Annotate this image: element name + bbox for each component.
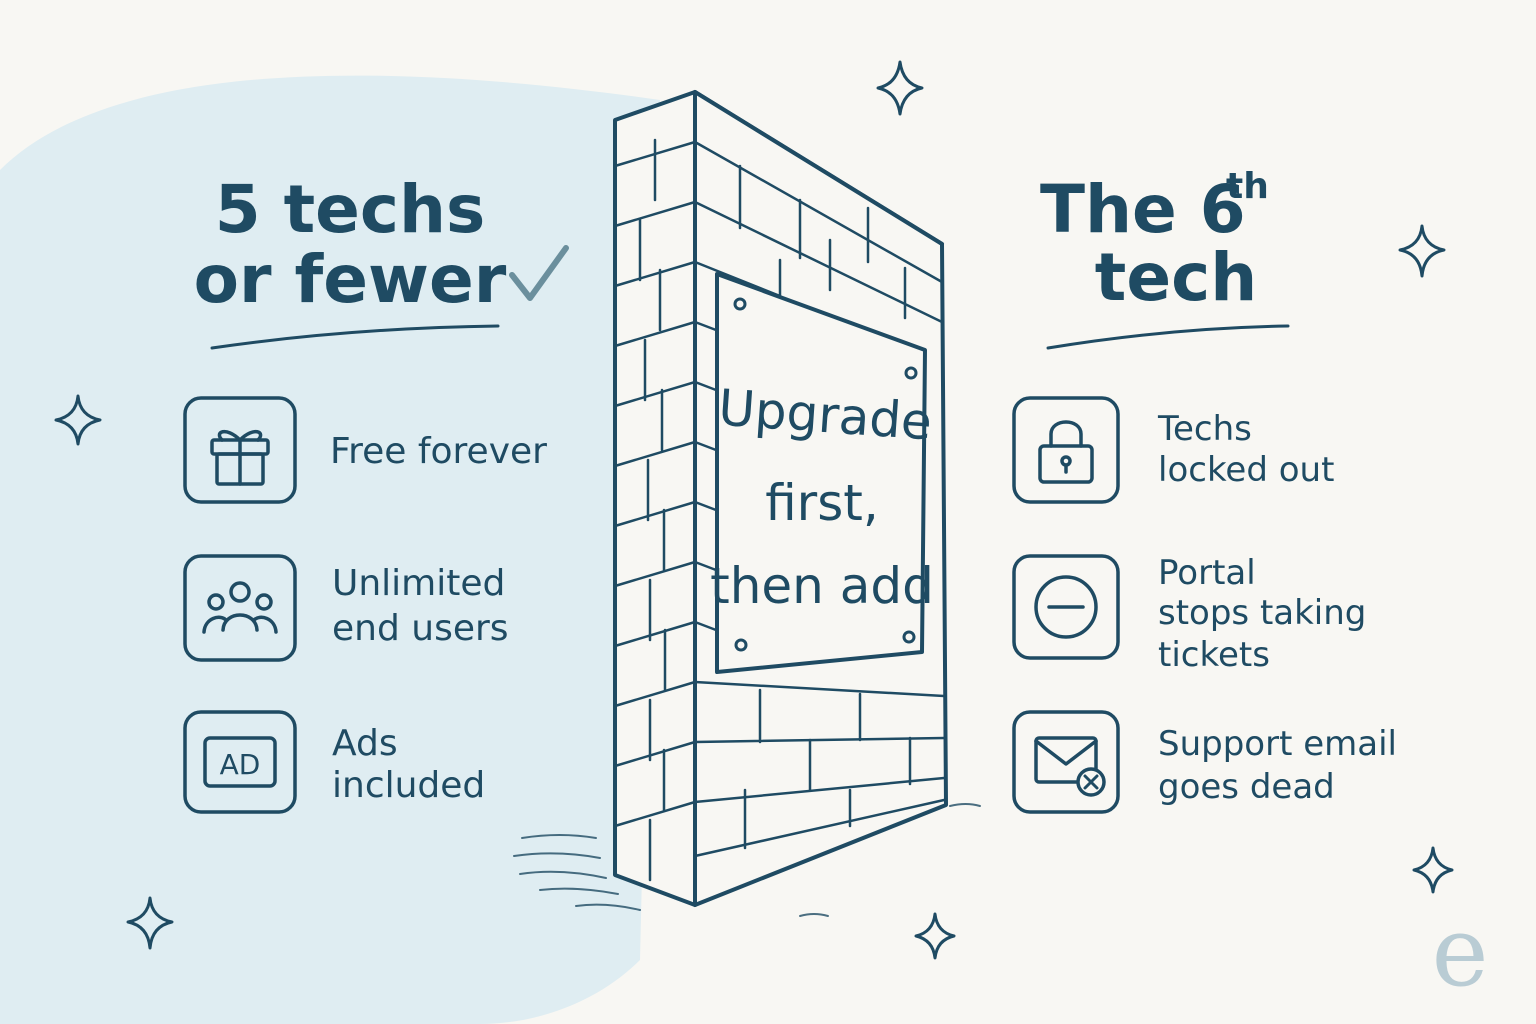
ad-icon-frame — [183, 710, 297, 814]
wall-sign — [715, 272, 927, 674]
lock-icon-frame — [1012, 396, 1120, 504]
left-item-2-line2: end users — [332, 608, 509, 649]
gift-icon — [210, 429, 270, 486]
wall-sign-line2: first, — [765, 474, 879, 532]
right-item-2-line1: Portal — [1158, 553, 1256, 593]
right-item-1-line2: locked out — [1158, 450, 1334, 490]
ad-icon-text: AD — [220, 748, 261, 781]
left-item-2-line1: Unlimited — [332, 563, 505, 604]
right-heading-line1: The 6 — [1040, 171, 1246, 248]
check-icon — [509, 245, 569, 301]
left-item-1-line1: Free forever — [330, 431, 547, 472]
left-background-panel — [0, 75, 660, 1024]
left-heading-underline — [210, 324, 500, 350]
left-item-3-line1: Ads — [332, 723, 398, 764]
sparkle-icon — [126, 896, 174, 950]
mail-error-icon — [1034, 736, 1106, 797]
minus-circle-icon — [1034, 575, 1098, 639]
gift-icon-frame — [183, 396, 297, 504]
right-item-3-line2: goes dead — [1158, 767, 1335, 807]
right-heading-underline — [1046, 324, 1290, 350]
right-heading-superscript: th — [1226, 166, 1269, 207]
sparkle-icon — [876, 60, 924, 116]
users-icon — [202, 581, 278, 634]
sparkle-icon — [54, 394, 102, 446]
sparkle-icons — [54, 60, 1454, 960]
sparkle-icon — [1412, 846, 1454, 894]
left-item-3-line2: included — [332, 765, 485, 806]
right-item-3-line1: Support email — [1158, 724, 1397, 764]
e-logo-icon: e — [1432, 896, 1489, 1008]
right-item-2-line3: tickets — [1158, 635, 1270, 675]
left-heading-line1: 5 techs — [215, 171, 486, 248]
right-heading-line2: tech — [1095, 239, 1257, 316]
minus-circle-icon-frame — [1012, 554, 1120, 660]
sign-bolts — [733, 297, 918, 652]
wall-sign-line3: then add — [710, 557, 934, 615]
sparkle-icon — [914, 912, 956, 960]
sparkle-icon — [1398, 224, 1446, 278]
left-heading-line2: or fewer — [194, 241, 507, 318]
mail-error-icon-frame — [1012, 710, 1120, 814]
right-item-2-line2: stops taking — [1158, 593, 1366, 633]
ad-icon — [203, 736, 277, 788]
lock-icon — [1038, 420, 1094, 484]
right-item-1-line1: Techs — [1157, 409, 1252, 449]
users-icon-frame — [183, 554, 297, 662]
